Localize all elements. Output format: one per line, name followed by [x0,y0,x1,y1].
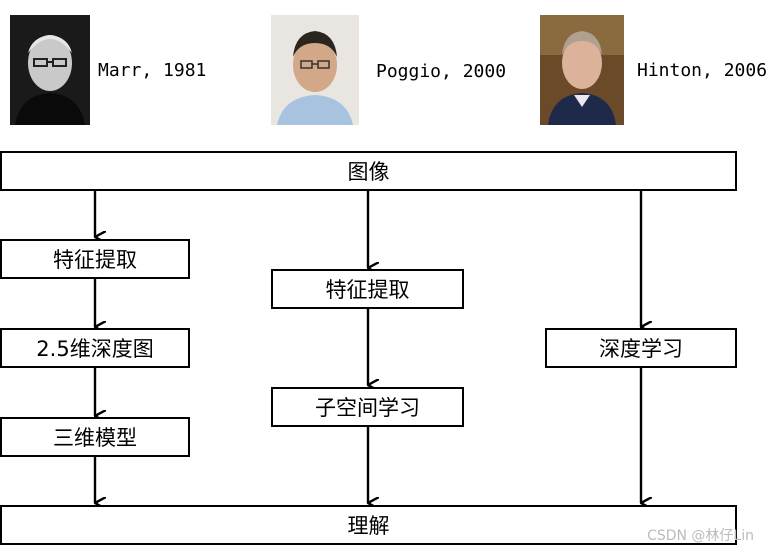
feature-extraction-mid-box: 特征提取 [271,269,464,309]
subspace-learning-box: 子空间学习 [271,387,464,427]
image-box: 图像 [0,151,737,191]
poggio-photo [271,15,359,125]
understanding-box: 理解 [0,505,737,545]
deep-learning-box: 深度学习 [545,328,737,368]
poggio-label: Poggio, 2000 [376,61,507,82]
depth-map-box: 2.5维深度图 [0,328,190,368]
marr-photo [10,15,90,125]
hinton-photo [540,15,624,125]
watermark: CSDN @林仔Lin [647,528,754,544]
feature-extraction-left-box: 特征提取 [0,239,190,279]
3d-model-box: 三维模型 [0,417,190,457]
marr-label: Marr, 1981 [98,60,207,81]
hinton-label: Hinton, 2006 [637,60,766,81]
